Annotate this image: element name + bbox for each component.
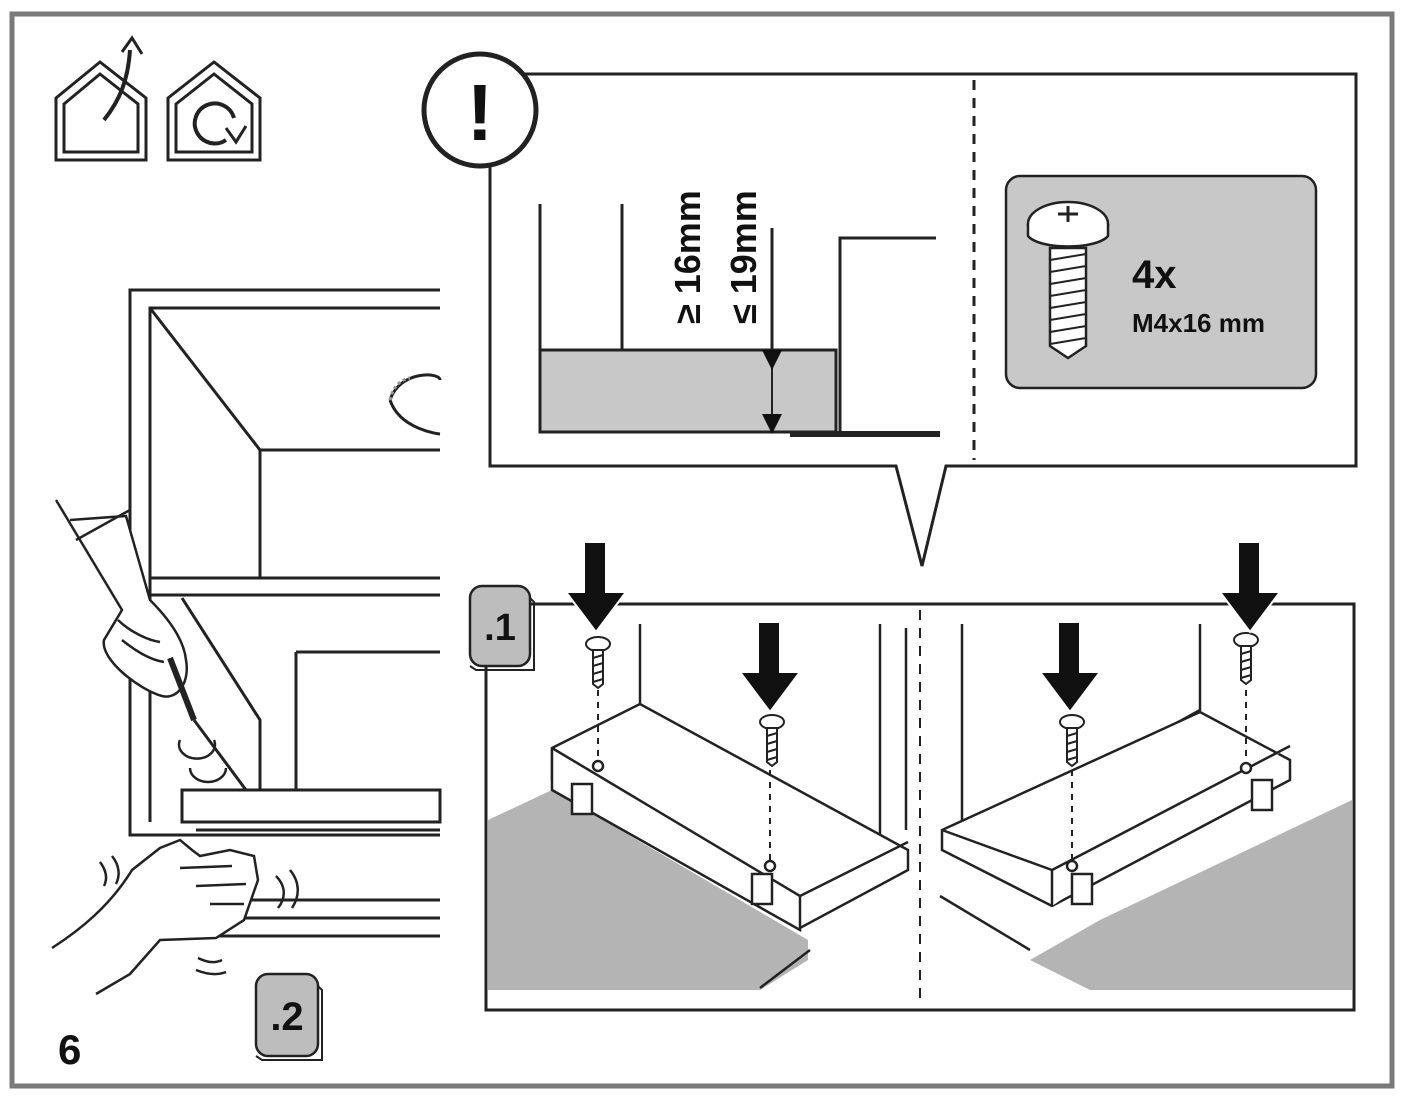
max-thickness-label: ≤ 19mm	[723, 190, 764, 324]
min-thickness-label: ≥ 16mm	[667, 190, 708, 324]
step2-label: .2	[270, 995, 303, 1039]
warning-symbol: !	[467, 68, 494, 157]
panel-thickness-diagram	[538, 204, 940, 437]
extraction-house-icon	[54, 35, 148, 162]
cabinet-bottom-right	[939, 624, 1352, 990]
hand-with-screwdriver	[54, 499, 248, 791]
step2-badge	[254, 972, 323, 1061]
step-number: 6	[58, 1026, 81, 1073]
screw-spec: M4x16 mm	[1132, 308, 1265, 338]
warning-icon	[421, 51, 539, 169]
screw-quantity: 4x	[1132, 253, 1177, 297]
screw-marks	[585, 632, 1259, 768]
screw-icon	[1026, 200, 1110, 360]
step1-label: .1	[484, 607, 516, 649]
hand-pushing	[51, 838, 299, 996]
step1-badge	[468, 584, 535, 671]
cabinet-bottom-left	[488, 624, 910, 990]
recirculation-house-icon	[166, 60, 262, 162]
down-arrow-icons	[564, 541, 1282, 714]
